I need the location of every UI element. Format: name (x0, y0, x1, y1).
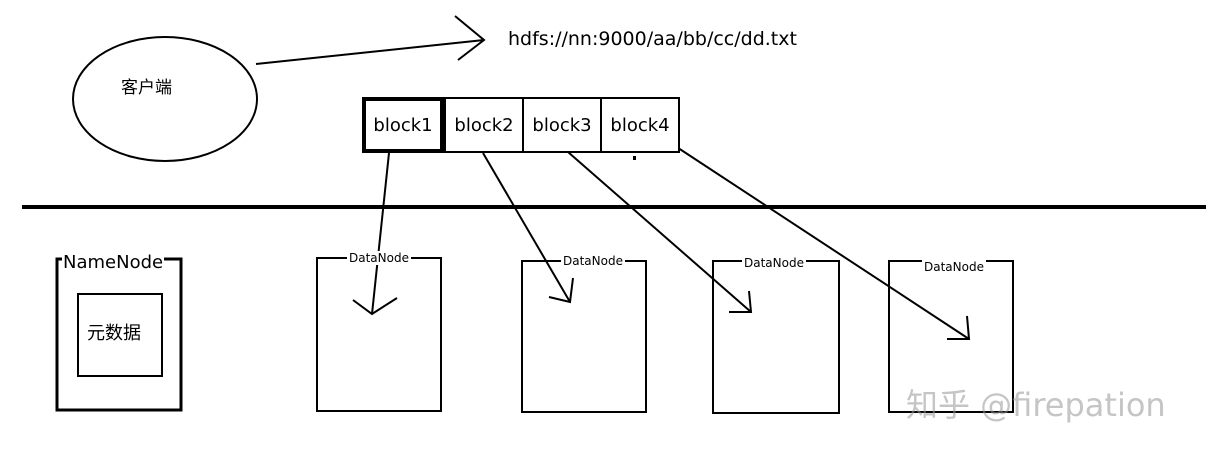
block-1: block1 (362, 97, 444, 153)
datanode-box-2 (521, 260, 647, 413)
block4-arrow (665, 139, 970, 340)
block1-arrowhead (352, 297, 398, 316)
block3-arrow (559, 144, 752, 313)
watermark: 知乎 @firepation (906, 386, 1166, 424)
block-4: block4 (600, 97, 680, 153)
client-url-arrow (255, 39, 485, 65)
block-3: block3 (522, 97, 602, 153)
block2-arrowhead (548, 277, 574, 304)
block-2: block2 (444, 97, 524, 153)
datanode-box-3 (712, 260, 840, 414)
datanode-label-3: DataNode (742, 256, 806, 270)
datanode-label-2: DataNode (561, 254, 625, 268)
block2-arrow (482, 152, 571, 303)
block3-arrowhead (729, 290, 753, 313)
client-ellipse (72, 36, 258, 162)
metadata-label: 元数据 (87, 323, 141, 344)
block4-arrowhead (947, 315, 971, 340)
metadata-box (77, 293, 163, 377)
stray-dot (633, 156, 636, 160)
namenode-label: NameNode (62, 252, 165, 273)
hdfs-url: hdfs://nn:9000/aa/bb/cc/dd.txt (508, 28, 797, 50)
client-url-arrowhead (454, 15, 486, 61)
datanode-box-1 (316, 257, 442, 412)
datanode-label-1: DataNode (347, 251, 411, 265)
block1-arrow (371, 152, 390, 315)
client-label: 客户端 (121, 78, 172, 98)
datanode-label-4: DataNode (922, 260, 986, 274)
